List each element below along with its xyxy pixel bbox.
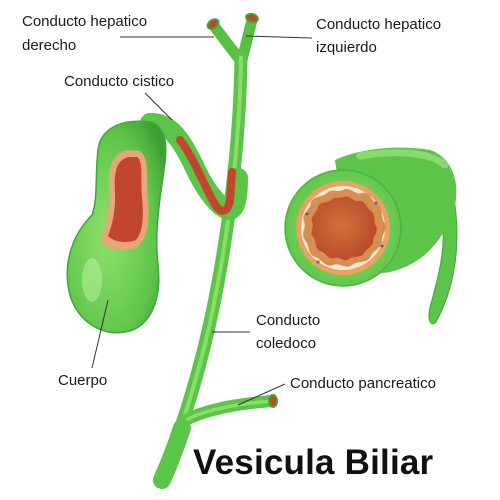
label-common-bile-line2: coledoco xyxy=(256,335,317,352)
leader-hepatic-left xyxy=(245,35,313,39)
leader-lines xyxy=(91,35,313,406)
cross-section-tail xyxy=(428,204,458,325)
right-hepatic-opening xyxy=(206,18,220,30)
label-cystic: Conducto cistico xyxy=(64,73,175,90)
label-hepatic-right-line1: Conducto hepatico xyxy=(22,13,148,30)
label-hepatic-right-line2: derecho xyxy=(22,37,77,54)
label-hepatic-left-line2: izquierdo xyxy=(316,39,377,56)
common-bile-duct xyxy=(173,51,248,437)
label-hepatic-left-line1: Conducto hepatico xyxy=(316,16,442,33)
label-common-bile-line1: Conducto xyxy=(256,312,321,329)
duct-cross-section xyxy=(284,147,458,325)
cross-section-lumen xyxy=(311,196,377,261)
duct-system xyxy=(140,12,278,489)
label-pancreatic: Conducto pancreatico xyxy=(290,375,436,392)
pancreatic-opening xyxy=(268,394,278,408)
leader-pancreatic xyxy=(237,383,286,406)
leader-cystic xyxy=(144,92,173,121)
diagram-title: Vesicula Biliar xyxy=(193,443,434,482)
leader-body xyxy=(91,299,109,369)
cystic-duct-lumen xyxy=(176,136,236,215)
duodenum-stub xyxy=(153,419,191,489)
label-body: Cuerpo xyxy=(58,372,108,389)
gallbladder xyxy=(66,120,167,334)
left-hepatic-opening xyxy=(245,12,259,24)
